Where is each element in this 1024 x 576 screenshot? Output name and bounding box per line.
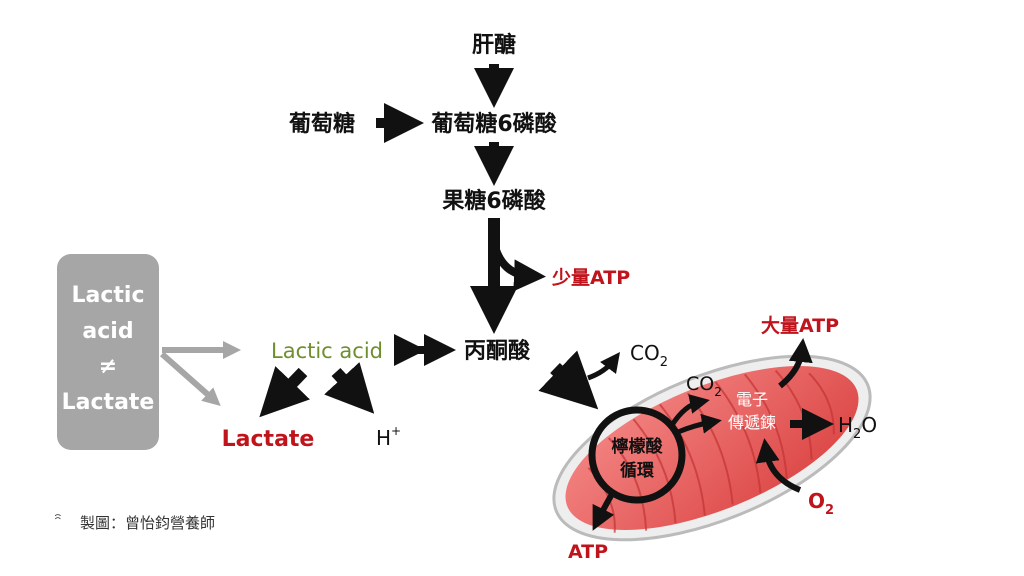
citric-cycle-icon (588, 406, 686, 504)
tca-line-2: 循環 (620, 460, 655, 481)
tca-line-1: 檸檬酸 (612, 436, 664, 457)
note-box (57, 254, 159, 450)
etc-line-2: 傳遞鍊 (728, 413, 776, 432)
o2-label: O2 (808, 489, 834, 518)
big-atp-arrow-icon (778, 338, 813, 389)
lactate-label: Lactate (222, 427, 315, 452)
glucose-label: 葡萄糖 (288, 111, 355, 137)
h2o-label: H2O (838, 413, 877, 442)
f6p-label: 果糖6磷酸 (442, 188, 546, 214)
swirl-icon: ꩰ (54, 514, 61, 520)
pyruvate-label: 丙酮酸 (464, 339, 531, 364)
small-atp-label: 少量ATP (551, 267, 630, 289)
o2-arrow-icon (755, 438, 802, 493)
branch-arrow-icon (492, 248, 546, 292)
lactic-acid-label: Lactic acid (271, 339, 383, 363)
big-atp-label: 大量ATP (761, 314, 839, 337)
grey-arrow-icon (160, 351, 221, 406)
credit-text: 製圖：曾怡鈞營養師 (80, 514, 215, 532)
glycogen-label: 肝醣 (472, 32, 516, 58)
co2-inner-label: CO2 (686, 373, 722, 399)
note-line-1: Lactic (71, 283, 144, 308)
arrow-to-lactate-icon (259, 366, 310, 418)
g6p-label: 葡萄糖6磷酸 (430, 111, 557, 137)
h-plus-label: H+ (376, 424, 401, 450)
arrow-to-h-icon (324, 362, 375, 414)
atp-label: ATP (568, 541, 608, 563)
arrow-into-mito-icon (538, 350, 599, 410)
to-etc-arrow-icon (677, 413, 722, 435)
note-line-3: ≠ (99, 354, 117, 379)
co2-out-arrow-icon (587, 352, 621, 381)
note-line-2: acid (82, 319, 133, 344)
co2-inner-arrow-icon (669, 394, 710, 427)
note-line-4: Lactate (62, 390, 155, 415)
etc-line-1: 電子 (736, 390, 768, 409)
mitochondrion-image (552, 354, 872, 542)
atp-out-arrow-icon (592, 492, 615, 531)
co2-outer-label: CO2 (630, 341, 668, 370)
